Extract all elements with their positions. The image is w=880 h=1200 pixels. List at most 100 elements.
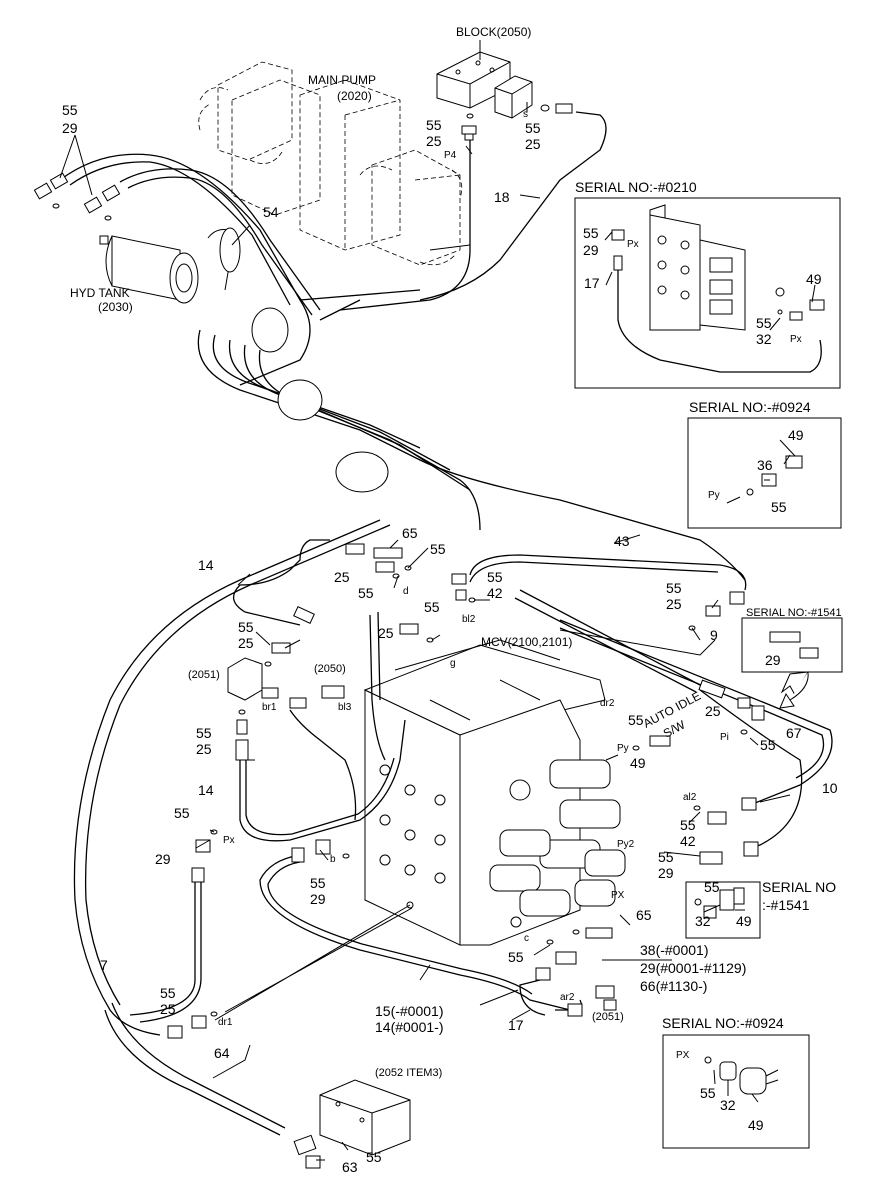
mcv-main-control-valve [363,639,626,946]
callout-55-65b: 55 [358,585,374,601]
callout-25-left: 25 [238,635,254,651]
callout-29-0210: 29 [583,242,599,258]
serial-box-1541-mid [685,881,761,939]
callout-55-left2: 55 [196,725,212,741]
block-2050-mid-label: (2050) [314,663,346,675]
callout-49-0924b: 49 [748,1117,764,1133]
callout-64: 64 [214,1045,230,1061]
block-2051-left-label: (2051) [188,669,220,681]
port-py-0924: Py [708,490,720,501]
callout-17-0210: 17 [584,275,600,291]
callout-55-px: 55 [174,805,190,821]
port-px-0210b: Px [790,334,802,345]
serial-1541-mid-title-1: SERIAL NO [762,879,836,895]
callout-29-px: 29 [155,851,171,867]
callout-9: 9 [710,627,718,643]
callout-29-tank: 29 [62,120,78,136]
callout-49-sb: 49 [736,913,752,929]
serial-1541-mid-title-2: :-#1541 [762,897,810,913]
callout-55-2052: 55 [366,1149,382,1165]
port-br1: br1 [262,702,277,713]
callout-14-top: 14 [198,557,214,573]
hose-bundle [59,111,746,581]
callout-14-mid: 14 [198,782,214,798]
callout-55-dr1: 55 [160,985,176,1001]
callout-65-bottom: 65 [636,907,652,923]
callout-29-1541: 29 [765,652,781,668]
callout-55-al2: 55 [680,817,696,833]
callout-55-autoidle: 55 [760,737,776,753]
callout-63: 63 [342,1159,358,1175]
callout-55-0924b: 55 [700,1085,716,1101]
port-px-left: Px [223,835,235,846]
port-px-0210a: Px [627,239,639,250]
callout-18: 18 [494,189,510,205]
callout-numbers: 55 29 54 55 25 55 25 18 55 29 17 49 55 3… [62,102,838,1175]
block-2052-label: (2052 ITEM3) [375,1067,442,1079]
port-py2: Py2 [617,839,635,850]
callout-55-py: 55 [628,712,644,728]
tank-fittings [33,134,121,221]
callout-38: 38(-#0001) [640,942,709,958]
callout-55-left: 55 [238,619,254,635]
callout-32-0210: 32 [756,331,772,347]
callout-49-0210: 49 [806,271,822,287]
port-px-bottom: PX [676,1050,690,1061]
hyd-tank [99,229,236,304]
port-p4: P4 [444,150,457,161]
callout-65-top: 65 [402,525,418,541]
port-bl3: bl3 [338,702,352,713]
callout-55-c: 55 [508,949,524,965]
callout-29-b: 29 [310,891,326,907]
port-dr2: dr2 [600,698,615,709]
callout-55-0924: 55 [771,499,787,515]
callout-25-left2: 25 [196,741,212,757]
callout-55b-0210: 55 [756,315,772,331]
callout-25-65: 25 [334,569,350,585]
block-2050-top [436,51,573,141]
callout-43: 43 [614,533,630,549]
callout-55-right: 55 [666,580,682,596]
port-dr1: dr1 [218,1017,233,1028]
main-pump [198,61,463,266]
port-g: g [450,658,456,669]
serial-0210-title: SERIAL NO:-#0210 [575,179,697,195]
hyd-tank-label: HYD TANK [70,286,130,300]
port-bl2: bl2 [462,614,476,625]
port-d: d [403,586,409,597]
port-py: Py [617,743,629,754]
callout-54: 54 [263,204,279,220]
callout-67: 67 [786,725,802,741]
callout-55-py2: 55 [658,849,674,865]
port-s: s [523,109,528,120]
callout-25-mid: 25 [378,625,394,641]
callout-15: 15(-#0001) [375,1003,444,1019]
port-c: c [524,933,529,944]
callout-55-sb: 55 [704,879,720,895]
callout-55-0210: 55 [583,225,599,241]
serial-box-0210 [574,197,841,389]
callout-25-p4: 25 [426,133,442,149]
main-pump-number: (2020) [337,89,372,103]
port-ar2: ar2 [560,992,575,1003]
serial-box-0924-top [687,417,842,529]
serial-0924-top-title: SERIAL NO:-#0924 [689,399,811,415]
callout-55-mid: 55 [424,599,440,615]
callout-49-0924: 49 [788,427,804,443]
port-b: b [330,854,336,865]
main-pump-label: MAIN PUMP [308,73,376,87]
leader-lines [195,40,816,1161]
hyd-tank-number: (2030) [98,300,133,314]
callout-36-0924: 36 [757,457,773,473]
serial-0924-bottom-title: SERIAL NO:-#0924 [662,1015,784,1031]
callout-55-tank: 55 [62,102,78,118]
callout-32-sb: 32 [695,913,711,929]
callout-25-dr1: 25 [160,1001,176,1017]
callout-55-block: 55 [525,120,541,136]
callout-25-block: 25 [525,136,541,152]
callout-55-b: 55 [310,875,326,891]
serial-box-1541-right [741,617,843,697]
callout-32-0924b: 32 [720,1097,736,1113]
callout-42-bl2: 42 [487,585,503,601]
serial-1541-right-title: SERIAL NO:-#1541 [746,607,842,619]
